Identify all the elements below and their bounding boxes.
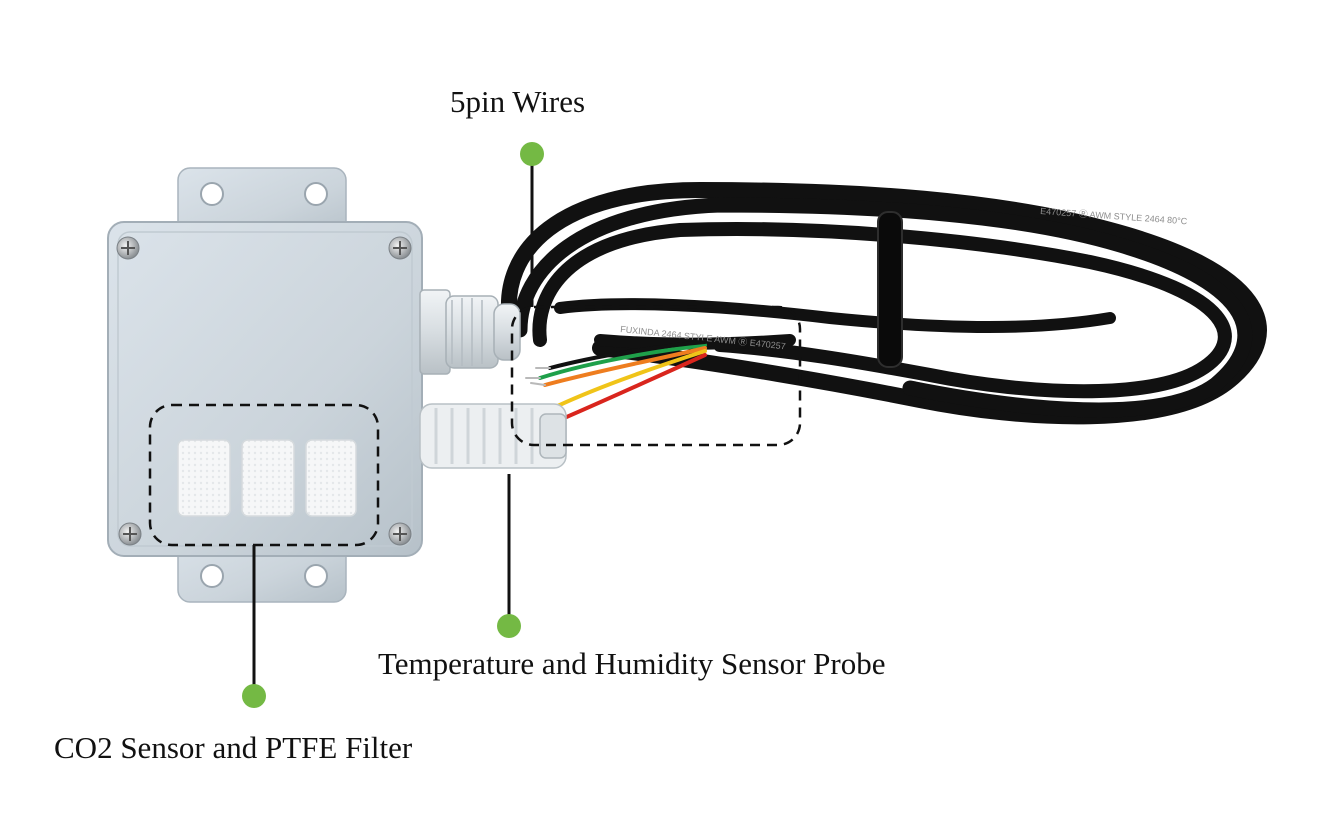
green-dot-icon <box>497 614 521 638</box>
label-5pin-wires: 5pin Wires <box>450 84 586 119</box>
green-dot-icon <box>520 142 544 166</box>
cable-tie <box>877 211 903 368</box>
ptfe-vents <box>177 439 357 517</box>
callout-co2 <box>242 545 266 708</box>
callout-wires <box>520 142 544 307</box>
temperature-humidity-probe <box>419 403 567 469</box>
cable-gland <box>419 289 521 375</box>
screw-icon <box>116 236 412 546</box>
co2-sensor-highlight-box <box>148 403 380 547</box>
callout-probe <box>497 474 521 638</box>
label-co2-sensor-ptfe-filter: CO2 Sensor and PTFE Filter <box>54 730 413 765</box>
label-temperature-humidity-probe: Temperature and Humidity Sensor Probe <box>378 646 886 681</box>
wires-highlight-box <box>510 305 802 447</box>
green-dot-icon <box>242 684 266 708</box>
